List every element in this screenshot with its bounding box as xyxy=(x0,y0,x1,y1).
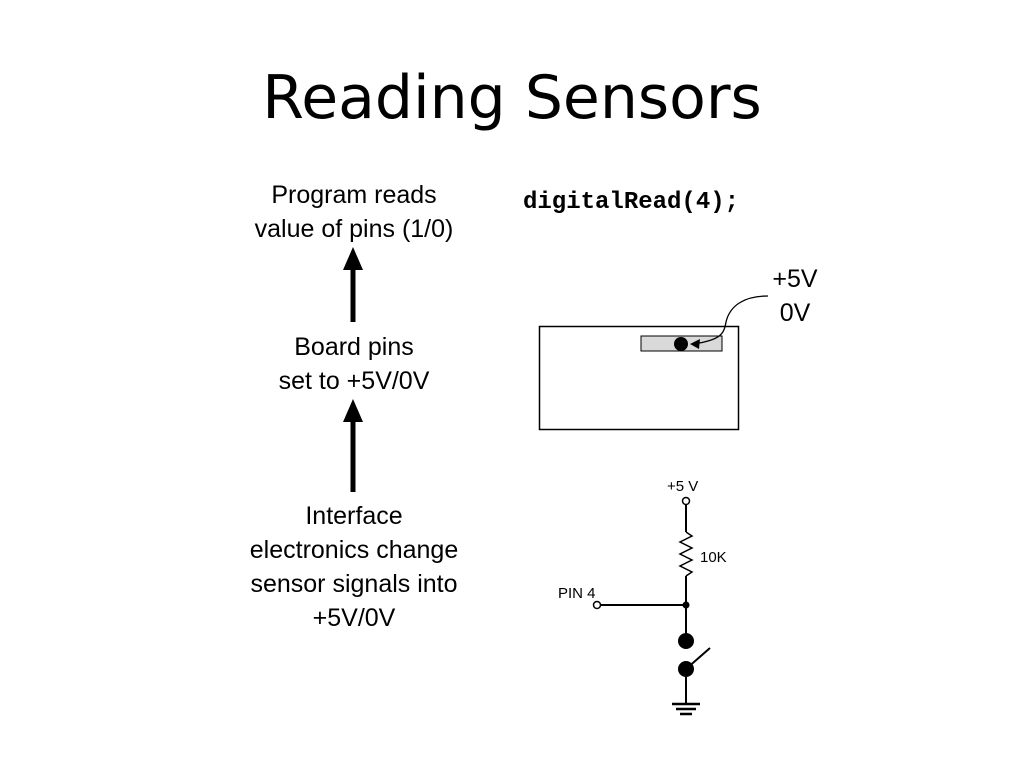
resistor-icon xyxy=(678,531,694,577)
step-interface-line2: electronics change xyxy=(249,536,459,564)
step-program-reads-line1: Program reads xyxy=(271,181,437,209)
step-interface-line3: sensor signals into xyxy=(250,570,458,598)
resistor-label: 10K xyxy=(700,549,727,566)
pin-pointer-arrow-icon xyxy=(690,295,769,349)
supply-terminal xyxy=(681,496,691,506)
step-program-reads-line2: value of pins (1/0) xyxy=(254,215,454,243)
voltage-high-label: +5V xyxy=(772,265,818,293)
ground-icon xyxy=(672,702,700,716)
arrow-up-icon xyxy=(343,247,363,322)
step-board-pins-line1: Board pins xyxy=(294,333,414,361)
switch-schematic: +5 V 10K PIN 4 xyxy=(558,478,727,716)
supply-label: +5 V xyxy=(667,478,698,495)
switch-icon xyxy=(678,633,711,677)
step-interface-line1: Interface xyxy=(305,502,403,530)
arrow-up-icon xyxy=(343,399,363,492)
step-interface-electronics: Interface electronics change sensor sign… xyxy=(204,499,504,635)
pin-4-terminal xyxy=(592,600,602,610)
pin-label: PIN 4 xyxy=(558,585,596,602)
page-title: Reading Sensors xyxy=(262,63,762,133)
pin-4-dot xyxy=(674,337,688,351)
step-board-pins: Board pins set to +5V/0V xyxy=(204,330,504,398)
step-program-reads: Program reads value of pins (1/0) xyxy=(204,178,504,246)
step-interface-line4: +5V/0V xyxy=(312,604,396,632)
step-board-pins-line2: set to +5V/0V xyxy=(278,367,430,395)
code-digital-read: digitalRead(4); xyxy=(523,189,740,216)
voltage-low-label: 0V xyxy=(779,299,811,327)
